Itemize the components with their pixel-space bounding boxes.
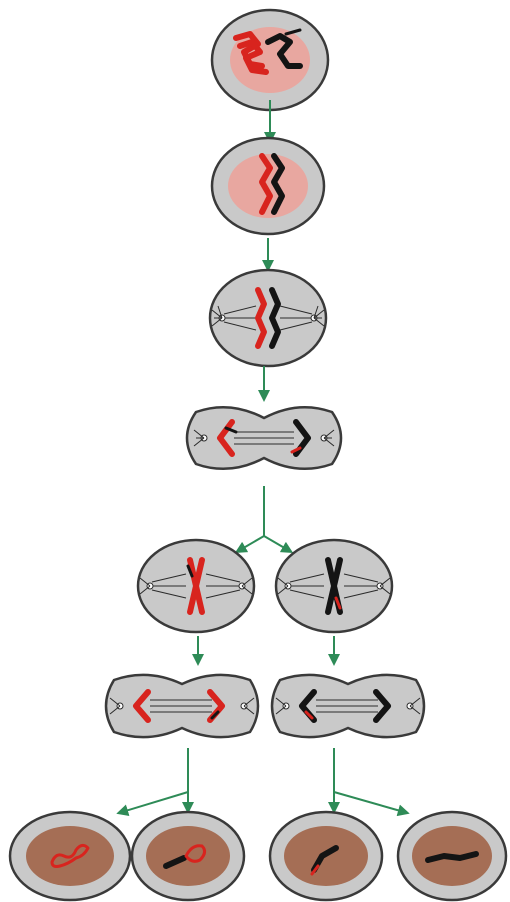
stage-anaphase-ii-right-cell	[272, 675, 424, 737]
arrow-split-left	[122, 748, 188, 812]
arrow-split	[240, 486, 288, 550]
stage-metaphase-ii-right-cell	[276, 540, 392, 632]
gamete-1	[10, 812, 130, 900]
stage-metaphase-i-cell	[210, 270, 326, 366]
arrow-split-right	[334, 748, 404, 812]
gamete-2	[132, 812, 244, 900]
stage-anaphase-i-cell	[187, 407, 341, 469]
gamete-4	[398, 812, 506, 900]
stage-anaphase-ii-left-cell	[106, 675, 258, 737]
stage-interphase-cell	[212, 10, 328, 110]
nucleus	[146, 826, 230, 886]
gamete-3	[270, 812, 382, 900]
stage-metaphase-ii-left-cell	[138, 540, 254, 632]
stage-synapsis-cell	[212, 138, 324, 234]
